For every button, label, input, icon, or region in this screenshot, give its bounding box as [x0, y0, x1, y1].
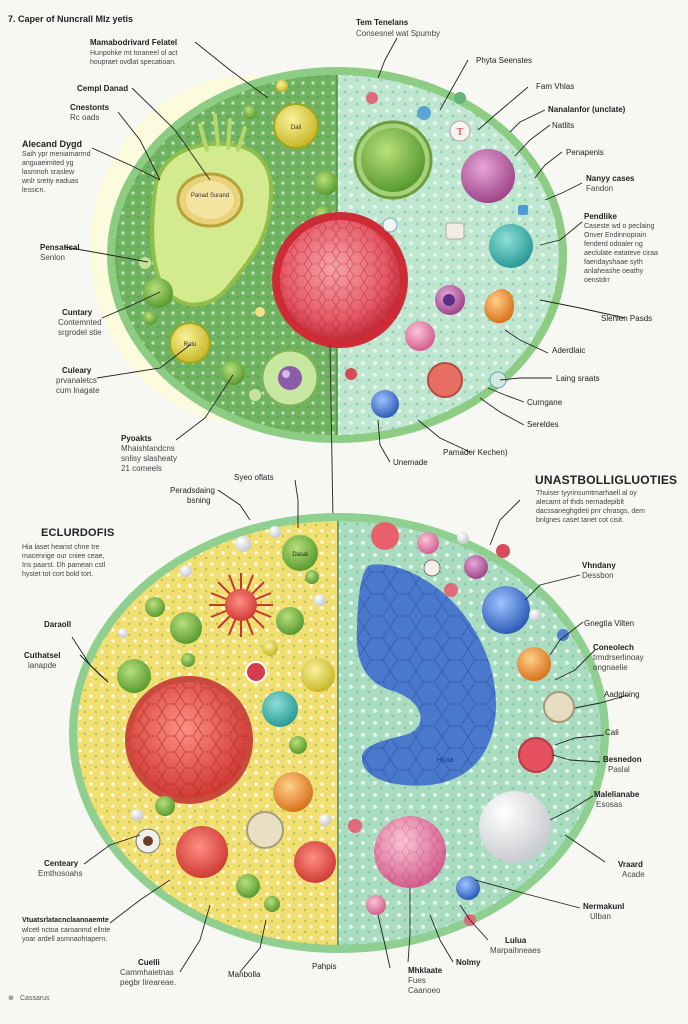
label-bl-5-title: Vtuatsrlatacnclaanoaemte	[22, 917, 109, 924]
heading-right-title: UNASTBOLLIGLUOTIES	[535, 473, 678, 487]
footer-credit: Cassarus	[20, 995, 50, 1002]
label-bl-1-sub: bsning	[187, 496, 211, 505]
organelle-label-1: Panad Surand	[191, 193, 229, 199]
label-br-3-title: Aadgloing	[604, 690, 640, 699]
label-bl-3-title: Cuthatsel	[24, 651, 61, 660]
label-tr-12-title: Sereldes	[527, 420, 559, 429]
label-tr-10-title: Laing sraats	[556, 374, 600, 383]
label-br-12-title: Pahpis	[312, 962, 337, 971]
label-br-2-sub: trmdrserlinoay ongnaelie	[593, 653, 644, 672]
label-br-8-title: Nermakunl	[583, 902, 625, 911]
label-br-10-title: Nolmy	[456, 958, 481, 967]
label-tr-4-title: Natlits	[552, 121, 575, 130]
label-br-8-sub: Ulban	[590, 912, 611, 921]
label-br-1-title: Gnegtia Vilten	[584, 619, 635, 628]
label-br-5-title: Besnedon	[603, 755, 642, 764]
label-tl-3-sub: Saih ypr meniamarmd anguaeimited yg lasm…	[22, 151, 91, 194]
label-br-0-title: Vhndany	[582, 561, 616, 570]
label-bl-2-title: Daraoll	[44, 620, 72, 629]
label-tr-11-title: Curngane	[527, 398, 563, 407]
organelle	[273, 103, 319, 149]
label-tr-8-title: Slenlen Pasds	[601, 314, 653, 323]
centrosome	[209, 573, 273, 637]
label-tl-1-title: Cempl Danad	[77, 84, 129, 93]
label-bl-3-sub: lanapde	[28, 661, 57, 670]
label-br-4-title: Cali	[605, 728, 619, 737]
label-br-9-title: Lulua	[505, 936, 527, 945]
label-br-11-title: Mhklaate	[408, 966, 443, 975]
label-bl-6-sub: Cammhaietnas pegbr lireareae.	[120, 968, 177, 987]
leader-lines	[64, 37, 629, 973]
label-br-0-sub: Dessbon	[582, 571, 614, 580]
organelle-label-2: Dall	[291, 125, 301, 131]
label-tr-3-title: Nanalanfor (unclate)	[548, 105, 626, 114]
label-bl-4-title: Centeary	[44, 859, 79, 868]
organelle-label-4: Dasal	[292, 552, 307, 558]
label-tl-3-title: Alecand Dygd	[22, 139, 83, 149]
label-br-9-sub: Marpaihneaes	[490, 946, 541, 955]
label-bl-4-sub: Emthosoahs	[38, 869, 83, 878]
label-tr-0-title: Tem Tenelans	[356, 18, 409, 27]
label-tl-6-title: Culeary	[62, 366, 92, 375]
label-bl-1-title: Peradsdaing	[170, 486, 215, 495]
heading-right-sub: Thuiser tyyrinsumtmarhaell al oy alecamt…	[536, 490, 645, 524]
label-br-7-title: Vraard	[618, 860, 643, 869]
organelle-label-5: Hpaa	[437, 757, 454, 764]
label-tr-0-sub: Consesnel wat Spumby	[356, 29, 441, 38]
label-tr-14-title: Unemade	[393, 458, 428, 467]
label-br-6-sub: Esosas	[596, 800, 623, 809]
label-tl-6-sub: prvanaletcs cum lnagate	[56, 376, 100, 395]
label-tl-7-sub: Mhaishtandcns snlisy slasheaty 21 comeel…	[121, 444, 178, 473]
label-bl-5-sub: wlcetl nctoa caroanmd ellnte yoar ardell…	[22, 927, 111, 943]
label-tr-6-sub: Fandon	[586, 184, 614, 193]
vesicle-white	[479, 791, 551, 863]
label-tl-2-sub: Rc oads	[70, 113, 100, 122]
label-tr-13-title: Pamader Kechen)	[443, 448, 508, 457]
label-br-6-title: Malelianabe	[594, 790, 640, 799]
page-title: 7. Caper of Nuncrall Mlz yetis	[8, 14, 134, 24]
label-br-2-title: Coneolech	[593, 643, 634, 652]
connector-line	[329, 344, 334, 521]
label-tr-7-title: Pendlike	[584, 212, 617, 221]
label-tl-4-sub: Senlon	[40, 253, 65, 262]
heading-left-title: ECLURDOFIS	[41, 527, 115, 539]
label-tl-4-title: Pensatical	[40, 243, 80, 252]
label-tl-5-sub: Contemnted srgrodel stie	[58, 318, 102, 337]
label-tl-2-title: Cnestonts	[70, 103, 110, 112]
label-br-11-sub: Fues Caanoeo	[408, 976, 441, 995]
label-tl-5-title: Cuntary	[62, 308, 93, 317]
label-bl-6-title: Cuelli	[138, 958, 160, 967]
label-br-7-sub: Acade	[622, 870, 645, 879]
svg-text:T: T	[457, 126, 464, 138]
heading-left-sub: Hia laset hearist chne tre macenrige our…	[22, 544, 106, 578]
footer-icon: ⊕	[8, 995, 14, 1002]
vesicle-red	[176, 826, 228, 878]
lysosome	[461, 149, 515, 203]
label-tr-7-sub: Caseste wd o peclaing Onver Endinnoprain…	[584, 223, 658, 284]
label-tr-5-title: Penapenis	[566, 148, 604, 157]
label-tr-9-title: Aderdlaic	[552, 346, 586, 355]
label-tr-2-title: Fam Vhlas	[536, 82, 575, 91]
label-tl-7-title: Pyoakts	[121, 434, 152, 443]
label-bl-7-title: Manbolla	[228, 970, 261, 979]
label-tr-1-title: Phyta Seenstes	[476, 56, 533, 65]
label-br-5-sub: Paslal	[608, 765, 630, 774]
label-tr-6-title: Nanyy cases	[586, 174, 635, 183]
label-tl-0-sub: Hunpohke mt toraneel ol act houpraet ovd…	[90, 50, 178, 66]
label-bl-0-title: Syeo oflats	[234, 473, 274, 482]
bottom-cell: Dasal Hpaa	[69, 513, 609, 953]
label-tl-0-title: Mamabodrivard Felatel	[90, 38, 178, 47]
